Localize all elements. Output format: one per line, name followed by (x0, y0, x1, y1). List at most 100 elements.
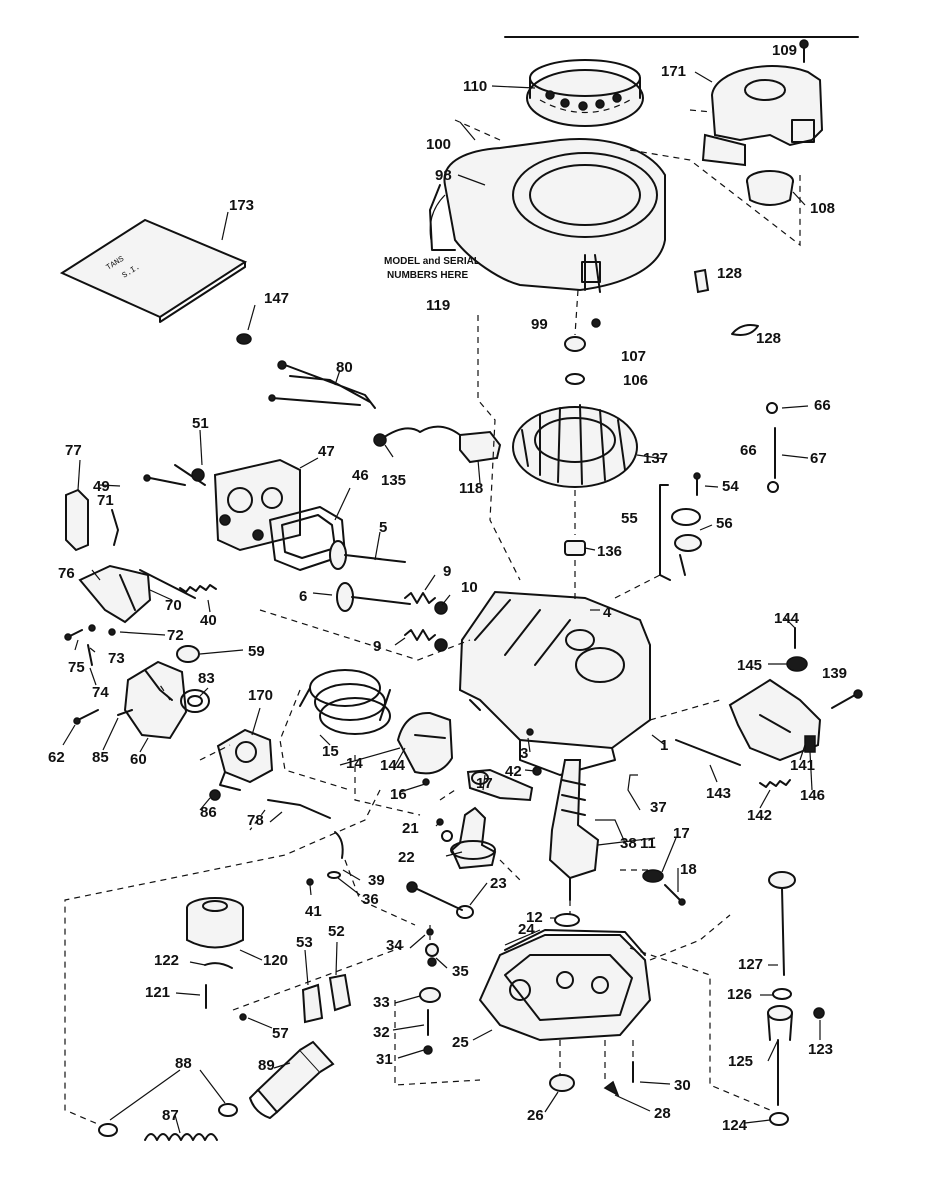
callout-67: 67 (810, 450, 827, 467)
spring-74 (87, 644, 93, 666)
callout-52: 52 (328, 923, 345, 940)
bracket-76 (78, 564, 152, 624)
screw-109 (799, 39, 809, 63)
callout-18: 18 (680, 861, 697, 878)
fuel-pump-170 (216, 728, 274, 791)
element-105 (746, 170, 794, 206)
crankshaft-11 (548, 759, 600, 901)
bracket-group-55 (659, 484, 671, 581)
cylinder-block-1 (458, 590, 651, 776)
valve-plate-53 (301, 983, 324, 1024)
callout-88: 88 (175, 1055, 192, 1072)
clip-128b (731, 324, 759, 336)
callout-124: 124 (722, 1117, 748, 1134)
screw-49 (143, 474, 186, 486)
callout-14: 14 (346, 755, 363, 772)
rod-17a (466, 768, 534, 802)
clip-36 (327, 871, 341, 879)
callout-139: 139 (822, 665, 847, 682)
callout-17a: 17 (476, 775, 493, 792)
callout-53: 53 (296, 934, 313, 951)
callout-39: 39 (368, 872, 385, 889)
callout-55: 55 (621, 510, 638, 527)
model-serial-label: MODEL and SERIAL NUMBERS HERE (384, 194, 480, 281)
callout-145: 145 (737, 657, 762, 674)
callout-128b: 128 (756, 330, 781, 347)
spring-142 (759, 779, 791, 788)
spring-40 (179, 584, 217, 593)
callout-56: 56 (716, 515, 733, 532)
svg-text:MODEL and SERIAL: MODEL and SERIAL (384, 256, 480, 267)
callout-121: 121 (145, 984, 170, 1001)
screw-123 (813, 1007, 825, 1019)
piston-rings-15 (299, 669, 391, 735)
bracket-56 (671, 508, 702, 576)
callout-108: 108 (810, 200, 835, 217)
screen-110 (526, 59, 644, 127)
seal-26 (549, 1074, 575, 1092)
callout-70: 70 (165, 597, 182, 614)
callout-83: 83 (198, 670, 215, 687)
callout-78: 78 (247, 812, 264, 829)
screw-73 (88, 624, 96, 632)
callout-28: 28 (654, 1105, 671, 1122)
muffler-89 (249, 1040, 335, 1119)
callout-120: 120 (263, 952, 288, 969)
screw-139 (831, 689, 863, 709)
clip-128a (693, 268, 710, 294)
ignition-118 (373, 425, 502, 464)
callout-60: 60 (130, 751, 147, 768)
oring-126 (772, 988, 792, 1000)
tube-125 (767, 1005, 793, 1106)
rod-78 (267, 799, 331, 819)
callout-170: 170 (248, 687, 273, 704)
callout-42: 42 (505, 763, 522, 780)
callout-128a: 128 (717, 265, 742, 282)
screw-75 (64, 629, 83, 641)
callout-38: 38 (620, 835, 637, 852)
piston-144 (396, 711, 454, 775)
callout-80: 80 (336, 359, 353, 376)
plug-28 (603, 1080, 620, 1097)
link-80 (268, 360, 376, 409)
callout-107: 107 (621, 348, 646, 365)
carb-body-47 (213, 458, 301, 552)
callout-47: 47 (318, 443, 335, 460)
callout-109: 109 (772, 42, 797, 59)
callout-10: 10 (461, 579, 478, 596)
callout-54: 54 (722, 478, 739, 495)
callout-171: 171 (661, 63, 686, 80)
screw-62 (73, 709, 99, 725)
screw-85 (117, 709, 133, 716)
callout-99: 99 (531, 316, 548, 333)
callout-36: 36 (362, 891, 379, 908)
spring-77 (65, 488, 89, 552)
spring-9a (404, 592, 436, 604)
svg-text:NUMBERS HERE: NUMBERS HERE (387, 270, 468, 281)
callout-66a: 66 (814, 397, 831, 414)
callout-25: 25 (452, 1034, 469, 1051)
spring-9b (404, 629, 436, 641)
callout-136: 136 (597, 543, 622, 560)
spring-71 (111, 509, 119, 546)
callout-24: 24 (518, 921, 535, 938)
callout-87: 87 (162, 1107, 179, 1124)
callout-122: 122 (154, 952, 179, 969)
ball-31 (423, 1045, 433, 1055)
callout-85: 85 (92, 749, 109, 766)
callout-147: 147 (264, 290, 289, 307)
callout-9b: 9 (373, 638, 381, 655)
callout-11: 11 (640, 835, 656, 852)
flywheel-137 (512, 404, 638, 488)
dipstick-127 (768, 871, 796, 976)
callout-5: 5 (379, 519, 387, 536)
rod-143 (675, 739, 741, 766)
spring-70 (139, 569, 196, 599)
nut-146 (804, 735, 816, 753)
assembly-lines (64, 109, 801, 1126)
callout-100: 100 (426, 136, 451, 153)
callout-98: 98 (435, 167, 452, 184)
clamp-88 (98, 1103, 238, 1137)
gasket-24 (504, 929, 646, 956)
